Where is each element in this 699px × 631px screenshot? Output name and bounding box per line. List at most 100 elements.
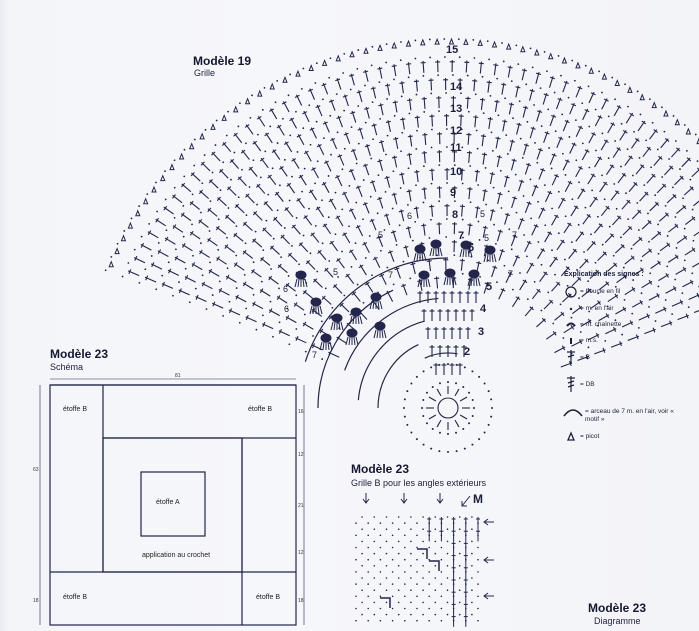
- model19-title: Modèle 19: [193, 54, 252, 68]
- picot-stitch: [420, 38, 426, 46]
- stitch-bar: [551, 153, 557, 157]
- chain-dot: [477, 607, 479, 610]
- chain-dot: [444, 56, 446, 58]
- chain-dot: [378, 81, 381, 84]
- chain-dot: [477, 619, 479, 622]
- chain-dot: [296, 151, 299, 153]
- chain-dot: [622, 266, 625, 269]
- arc-label: 6: [283, 284, 289, 294]
- dim-right: 12: [298, 550, 304, 556]
- label-etoffe-b: étoffe B: [248, 406, 273, 413]
- corner-mark: [429, 560, 440, 571]
- chain-dot: [552, 322, 555, 325]
- stitch-bar: [263, 201, 268, 206]
- chain-dot: [434, 589, 437, 591]
- chain-dot: [404, 619, 406, 622]
- chain-dot: [626, 148, 629, 151]
- chain-dot: [386, 134, 389, 137]
- row-number: 5: [486, 281, 493, 293]
- chain-dot: [445, 236, 448, 238]
- stitch-bar: [286, 182, 292, 187]
- chain-dot: [660, 106, 663, 109]
- stitch-bar: [295, 336, 299, 342]
- stitch-bar: [658, 155, 663, 160]
- chain-dot: [438, 200, 441, 203]
- chain-dot: [367, 595, 370, 598]
- stitch-bar: [356, 90, 362, 94]
- chain-dot: [265, 219, 268, 222]
- stitch-bar: [565, 159, 571, 163]
- stitch: [691, 169, 699, 178]
- stitch-bar: [540, 207, 546, 211]
- chain-dot: [373, 565, 376, 567]
- chain-dot: [533, 280, 536, 283]
- arrow-down-icon: [436, 493, 444, 504]
- stitch-bar: [172, 224, 177, 230]
- stitch-bar: [245, 315, 249, 321]
- stitch-bar: [335, 215, 341, 220]
- chain-dot: [553, 91, 556, 94]
- picot-stitch: [627, 86, 633, 93]
- stitch-bar: [587, 318, 592, 324]
- row-number: 2: [464, 346, 471, 358]
- stitch-bar: [315, 105, 321, 109]
- stitch-bar: [652, 327, 656, 333]
- chain-arch: [357, 349, 380, 401]
- row-number: 7: [458, 230, 465, 242]
- chain-dot: [391, 207, 394, 210]
- picot-stitch: [295, 69, 301, 77]
- chain-dot: [271, 167, 274, 170]
- stitch-bar: [364, 281, 370, 286]
- stitch-bar: [644, 191, 649, 196]
- stitch-bar: [218, 168, 224, 173]
- chain-dot: [201, 182, 204, 185]
- chain-dot: [227, 207, 230, 209]
- chain-dot: [672, 115, 675, 117]
- stitch-bar: [207, 237, 211, 243]
- stitch-bar: [610, 122, 616, 126]
- chain-dot: [477, 595, 479, 598]
- chain-dot: [200, 211, 202, 214]
- chain-dot: [403, 407, 405, 409]
- stitch-bar: [664, 137, 670, 142]
- chain-dot: [425, 422, 428, 425]
- chain-dot: [367, 546, 370, 549]
- stitch-bar: [628, 155, 634, 160]
- chain-dot: [570, 316, 573, 319]
- stitch-bar: [216, 196, 222, 202]
- stitch-bar: [553, 256, 559, 261]
- chain-dot: [428, 38, 431, 41]
- stitch-bar: [350, 111, 356, 115]
- chain-dot: [341, 250, 343, 253]
- chain-dot: [373, 516, 376, 518]
- chain-dot: [587, 85, 590, 88]
- chain-dot: [384, 190, 387, 193]
- chain-dot: [462, 385, 465, 388]
- stitch-bar: [603, 139, 609, 144]
- chain-dot: [144, 268, 147, 271]
- chain-dot: [148, 222, 151, 225]
- chain-dot: [421, 407, 423, 409]
- chain-dot: [478, 239, 481, 241]
- picot-stitch: [108, 260, 114, 268]
- chain-dot: [632, 279, 635, 281]
- stitch-bar: [567, 222, 572, 227]
- chain-dot: [691, 208, 694, 211]
- model19-arcs: [304, 257, 458, 409]
- chain-dot: [280, 256, 283, 259]
- stitch-bar: [364, 107, 370, 110]
- chain-dot: [453, 200, 456, 203]
- chain-dot: [361, 589, 363, 591]
- stitch-bar: [305, 259, 311, 265]
- stitch-bar: [519, 180, 525, 183]
- label-etoffe-a: étoffe A: [156, 499, 180, 506]
- chain-dot: [334, 233, 337, 236]
- row-number: 11: [450, 142, 462, 154]
- stitch-bar: [533, 185, 539, 189]
- stitch-bar: [663, 306, 667, 312]
- stitch-bar: [377, 67, 383, 70]
- picot-stitch: [696, 137, 699, 145]
- chain-dot: [481, 75, 484, 78]
- stitch-bar: [281, 101, 287, 105]
- stitch-bar: [605, 313, 610, 319]
